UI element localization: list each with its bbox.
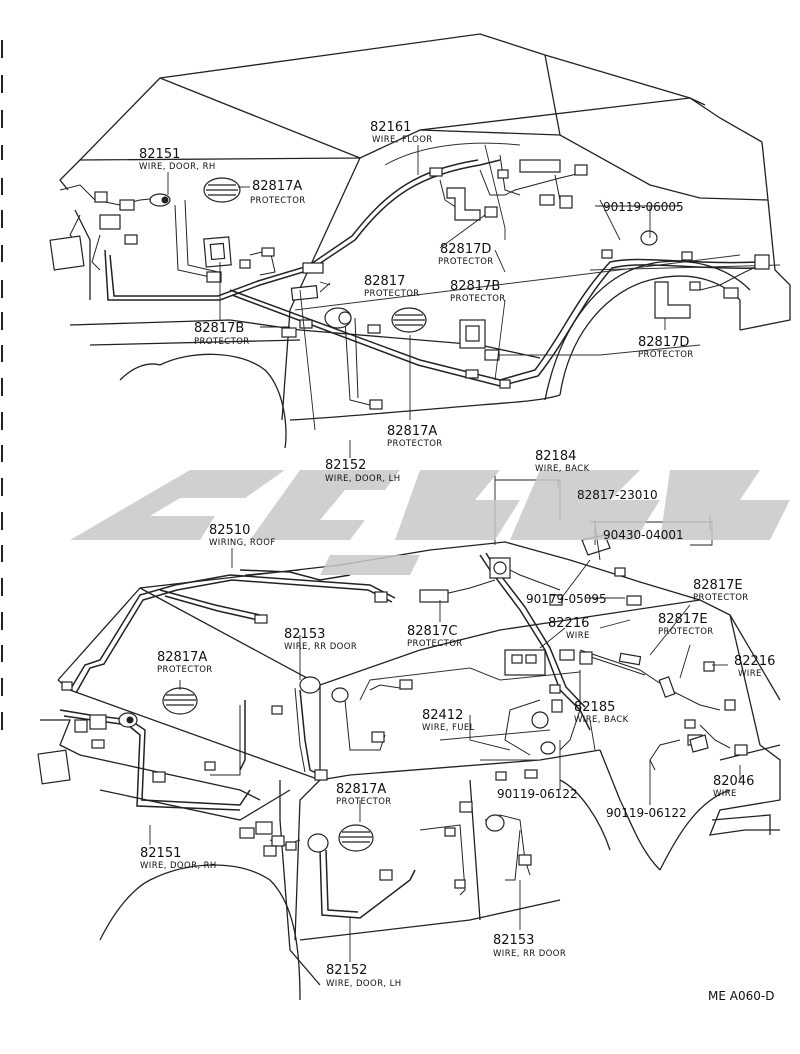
label-82817b-left-number: 82817B <box>194 321 244 336</box>
label-82510-desc: WIRING, ROOF <box>209 538 276 548</box>
label-82817d-number: 82817D <box>440 242 491 257</box>
label-82216-desc: WIRE <box>566 631 590 641</box>
label-82817a-third-number: 82817A <box>157 650 207 665</box>
label-82817d-right-desc: PROTECTOR <box>638 350 694 360</box>
label-82817e-number: 82817E <box>693 578 743 593</box>
label-82817b-left-desc: PROTECTOR <box>194 337 250 347</box>
label-82216-right-desc: WIRE <box>738 669 762 679</box>
label-82153-lower-desc: WIRE, RR DOOR <box>493 949 566 959</box>
label-82152-number: 82152 <box>325 458 366 473</box>
label-82216-number: 82216 <box>548 616 589 631</box>
label-90119-06122-right: 90119-06122 <box>606 806 687 820</box>
label-82184-number: 82184 <box>535 449 576 464</box>
label-82817a-lower-number: 82817A <box>387 424 437 439</box>
label-82151-number: 82151 <box>139 147 180 162</box>
label-90179-05095: 90179-05095 <box>526 592 607 606</box>
lower-body-outline <box>40 541 781 1001</box>
label-82412-number: 82412 <box>422 708 463 723</box>
label-82817c-desc: PROTECTOR <box>407 639 463 649</box>
label-82151-lower-number: 82151 <box>140 846 181 861</box>
lower-labels: 82184 WIRE, BACK 82817-23010 90430-04001… <box>140 449 775 1003</box>
upper-labels: 82161 WIRE, FLOOR 82151 WIRE, DOOR, RH 8… <box>139 120 694 484</box>
label-82152-lower-number: 82152 <box>326 963 367 978</box>
label-82817b-desc: PROTECTOR <box>450 294 506 304</box>
label-82046-number: 82046 <box>713 774 754 789</box>
label-82817b-number: 82817B <box>450 279 500 294</box>
label-82510-number: 82510 <box>209 523 250 538</box>
label-82216-right-number: 82216 <box>734 654 775 669</box>
label-82817d-right-number: 82817D <box>638 335 689 350</box>
label-82817-23010: 82817-23010 <box>577 488 658 502</box>
label-90119-06005: 90119-06005 <box>603 200 684 214</box>
label-82161-desc: WIRE, FLOOR <box>372 135 433 145</box>
upper-parts <box>49 159 770 410</box>
upper-body-outline <box>59 33 791 449</box>
label-82161-number: 82161 <box>370 120 411 135</box>
label-82817e-second-desc: PROTECTOR <box>658 627 714 637</box>
label-82151-lower-desc: WIRE, DOOR, RH <box>140 861 217 871</box>
lower-harnesses <box>59 552 731 919</box>
label-82817d-desc: PROTECTOR <box>438 257 494 267</box>
label-90430-04001: 90430-04001 <box>603 528 684 542</box>
label-82046-desc: WIRE <box>713 789 737 799</box>
label-82817c-number: 82817C <box>407 624 457 639</box>
label-82152-lower-desc: WIRE, DOOR, LH <box>326 979 402 989</box>
label-82152-desc: WIRE, DOOR, LH <box>325 474 401 484</box>
label-82817a-fourth-desc: PROTECTOR <box>336 797 392 807</box>
label-82817a-number: 82817A <box>252 179 302 194</box>
label-82153-desc: WIRE, RR DOOR <box>284 642 357 652</box>
figure-code: ME A060-D <box>708 989 774 1003</box>
label-82817a-third-desc: PROTECTOR <box>157 665 213 675</box>
upper-leaders <box>167 144 680 458</box>
lower-parts <box>37 534 748 889</box>
label-82151-desc: WIRE, DOOR, RH <box>139 162 216 172</box>
label-82817e-desc: PROTECTOR <box>693 593 749 603</box>
label-90119-06122-left: 90119-06122 <box>497 787 578 801</box>
label-82817-desc: PROTECTOR <box>364 289 420 299</box>
watermark-logo <box>70 470 790 575</box>
label-82817a-lower-desc: PROTECTOR <box>387 439 443 449</box>
label-82817e-second-number: 82817E <box>658 612 708 627</box>
label-82184-desc: WIRE, BACK <box>535 464 590 474</box>
label-82817a-fourth-number: 82817A <box>336 782 386 797</box>
label-82817a-desc: PROTECTOR <box>250 196 306 206</box>
label-82412-desc: WIRE, FUEL <box>422 723 475 733</box>
label-82817-number: 82817 <box>364 274 405 289</box>
label-82185-number: 82185 <box>574 700 615 715</box>
label-82153-lower-number: 82153 <box>493 933 534 948</box>
label-82185-desc: WIRE, BACK <box>574 715 629 725</box>
label-82153-number: 82153 <box>284 627 325 642</box>
